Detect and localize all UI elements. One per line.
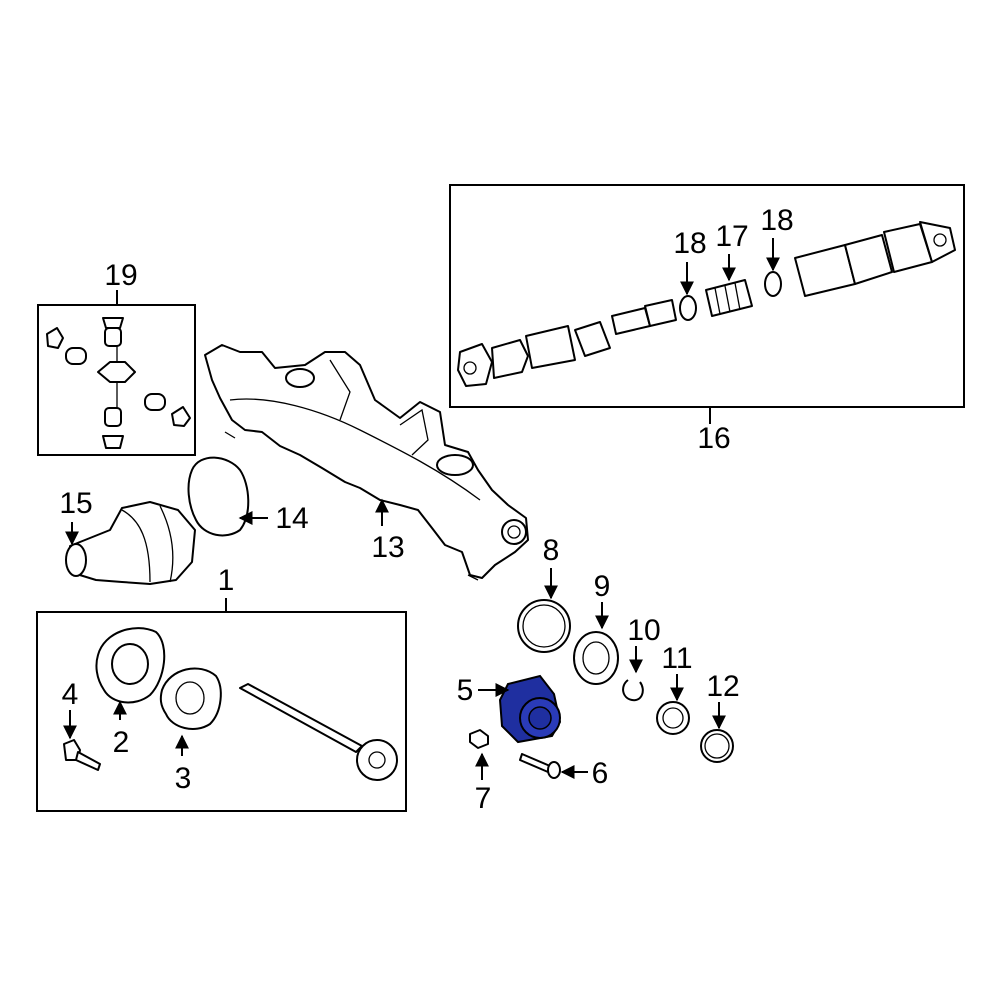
axle-seal[interactable] [700,729,734,763]
o-ring[interactable] [517,599,571,653]
callout-1: 1 [218,564,235,597]
callout-16: 16 [697,422,730,455]
axle-bolt[interactable] [63,739,101,771]
callout-19: 19 [104,259,137,292]
callout-18-right: 18 [760,204,793,237]
callout-11: 11 [661,642,692,675]
callout-10: 10 [627,614,660,647]
rear-axle-shaft[interactable] [239,683,398,781]
o-ring-inner [522,604,566,648]
bearing-spacer[interactable] [656,701,690,735]
callout-9: 9 [594,570,611,603]
propeller-shaft[interactable] [457,221,956,387]
axle-hub-highlighted[interactable] [498,674,562,744]
snap-ring[interactable] [622,679,644,702]
callout-14: 14 [275,502,308,535]
callout-18-left: 18 [673,227,706,260]
axle-housing[interactable] [204,344,529,581]
callout-17: 17 [715,220,748,253]
callout-15: 15 [59,487,92,520]
boot-clamp-left[interactable] [679,295,697,321]
hub-bolt[interactable] [519,753,561,779]
callout-7: 7 [475,782,492,815]
axle-shaft-gasket[interactable] [159,667,222,730]
callout-3: 3 [175,762,192,795]
callout-8: 8 [543,534,560,567]
callout-12: 12 [706,670,739,703]
wheel-bearing[interactable] [573,631,619,685]
dust-boot[interactable] [705,279,753,317]
carrier-gasket[interactable] [187,456,250,537]
callout-2: 2 [113,726,130,759]
callout-5: 5 [457,674,474,707]
differential-carrier[interactable] [65,501,196,585]
hub-nut[interactable] [469,729,489,749]
callout-6: 6 [592,757,609,790]
callout-13: 13 [371,531,404,564]
group-box-16 [449,184,965,408]
bearing-retainer-gasket[interactable] [95,627,166,704]
universal-joint-kit[interactable] [46,317,191,449]
boot-clamp-right[interactable] [764,271,782,297]
callout-4: 4 [62,678,79,711]
group-box-1 [36,611,407,812]
